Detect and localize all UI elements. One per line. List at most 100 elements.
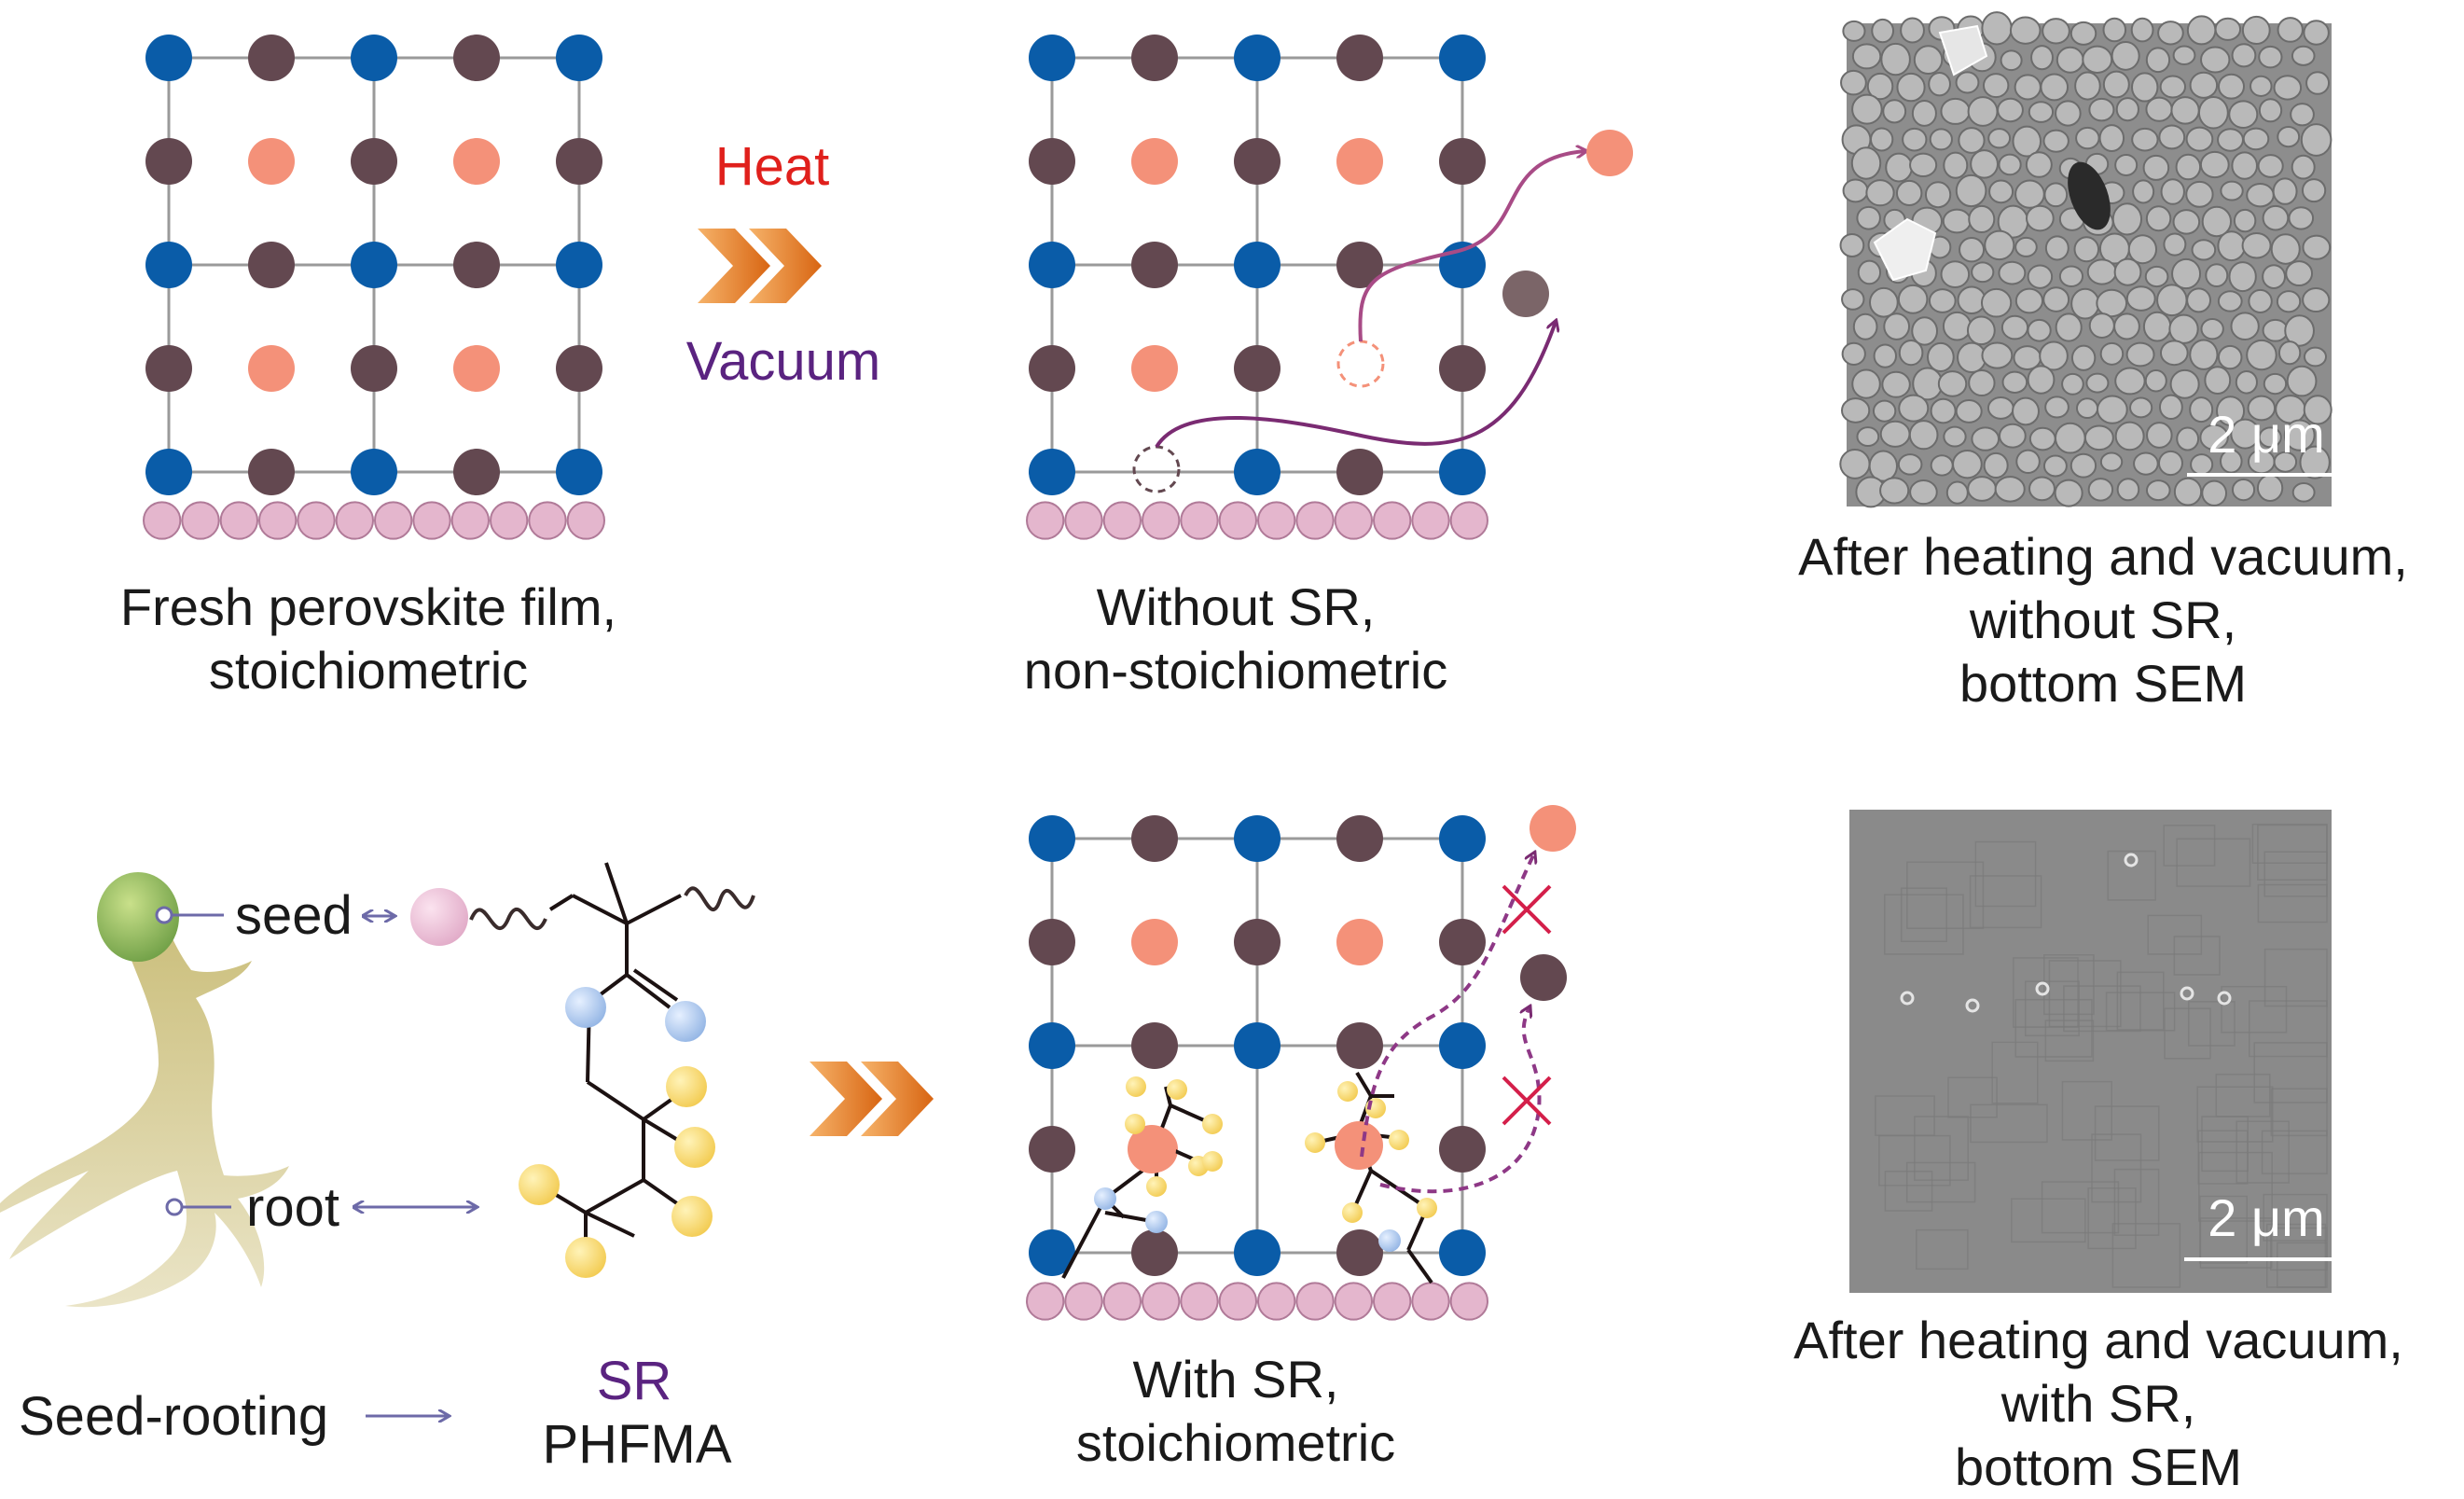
- substrate-ball: [412, 501, 451, 540]
- grain-boundary: [1915, 1228, 1969, 1270]
- grain: [1952, 449, 1983, 479]
- substrate-ball: [1449, 1282, 1489, 1321]
- surface-pore: [1965, 998, 1980, 1013]
- grain: [2231, 478, 2256, 502]
- grain: [1981, 11, 2013, 46]
- grain: [2157, 21, 2184, 46]
- grain: [1866, 72, 1894, 101]
- grain: [2176, 426, 2200, 451]
- grain: [2160, 178, 2185, 205]
- x-site-atom: [1131, 242, 1178, 288]
- grain: [2075, 126, 2100, 150]
- grain-boundary: [2094, 1105, 2160, 1161]
- x-site-atom: [1029, 138, 1075, 185]
- grain: [2014, 236, 2038, 257]
- grain: [1841, 341, 1866, 366]
- grain: [1900, 17, 1925, 44]
- b-site-atom: [351, 242, 397, 288]
- grain: [2099, 341, 2125, 366]
- grain: [2217, 290, 2243, 312]
- grain: [2009, 16, 2042, 45]
- blocked-path-salmon: [1360, 854, 1534, 1158]
- grain: [2027, 365, 2056, 395]
- x-site-atom: [1439, 345, 1486, 392]
- grain: [2172, 209, 2201, 235]
- legend-sr: SR: [597, 1351, 672, 1411]
- a-site-atom: [1336, 138, 1383, 185]
- grain: [1885, 152, 1913, 183]
- grain: [2145, 205, 2172, 232]
- grain-boundary: [1884, 1170, 1933, 1212]
- grain: [1942, 208, 1972, 234]
- b-site-atom: [1234, 449, 1280, 495]
- grain-boundary: [2276, 1242, 2328, 1288]
- grain-boundary: [2263, 1193, 2328, 1242]
- grain: [1873, 343, 1897, 368]
- grain: [1971, 261, 1995, 284]
- grain: [1850, 146, 1882, 180]
- grain: [2201, 205, 2233, 238]
- x-site-atom: [1439, 1126, 1486, 1173]
- caption-fresh: Fresh perovskite film, stoichiometric: [89, 576, 648, 702]
- grain-boundary: [2011, 1198, 2086, 1243]
- grain-boundary: [2196, 1086, 2274, 1143]
- grain-boundary: [1875, 1095, 1935, 1136]
- escaped-b-ion: [1502, 271, 1549, 317]
- grain: [2189, 339, 2219, 370]
- grain: [1955, 71, 1980, 94]
- lattice-with-sr: [1026, 815, 1489, 1321]
- grain: [2102, 70, 2130, 99]
- grain: [1856, 205, 1881, 230]
- grain: [2025, 151, 2053, 178]
- lattice-fresh: [143, 35, 605, 540]
- substrate-ball: [1218, 1282, 1258, 1321]
- block-cross-icon-lower: [1502, 1076, 1552, 1126]
- escape-arrow-brown: [1155, 322, 1556, 449]
- grain: [1984, 229, 2015, 261]
- grain: [2055, 312, 2083, 342]
- grain: [2069, 452, 2097, 479]
- grain: [1966, 315, 1996, 346]
- grain: [1839, 232, 1865, 258]
- x-site-atom: [1336, 449, 1383, 495]
- grain: [2116, 478, 2140, 502]
- pinhole: [2068, 161, 2111, 230]
- lattice-without-sr: [1026, 35, 1489, 540]
- grain: [2111, 202, 2143, 236]
- b-site-atom: [145, 35, 192, 81]
- grain: [1930, 454, 1954, 477]
- x-site-atom: [351, 138, 397, 185]
- grain: [2000, 49, 2023, 72]
- vacancy-b-site: [1132, 445, 1181, 493]
- x-site-atom: [1131, 1022, 1178, 1069]
- grain: [2027, 264, 2054, 289]
- grain-boundary: [2061, 1080, 2113, 1141]
- caption-sem-bottom-line2: with SR,: [2000, 1374, 2196, 1433]
- grain: [2217, 344, 2243, 370]
- caption-sem-top-line3: bottom SEM: [1959, 654, 2248, 713]
- substrate-ball: [1373, 1282, 1412, 1321]
- grain: [2205, 263, 2229, 288]
- grain: [1840, 397, 1871, 423]
- escape-paths-without-sr: [1132, 130, 1633, 493]
- grain: [2096, 288, 2128, 318]
- grain: [2030, 45, 2054, 71]
- grain: [2241, 15, 2271, 46]
- x-site-atom: [1131, 35, 1178, 81]
- x-site-atom: [1131, 1229, 1178, 1276]
- b-site-atom: [351, 449, 397, 495]
- grain: [1897, 453, 1923, 476]
- grain: [2133, 451, 2159, 476]
- legend-phfma: PHFMA: [543, 1414, 732, 1475]
- grain: [1840, 69, 1867, 96]
- grain: [2099, 451, 2124, 472]
- x-site-atom: [556, 345, 602, 392]
- substrate-ball: [1411, 1282, 1450, 1321]
- a-site-atom: [1131, 345, 1178, 392]
- grain: [1981, 341, 2014, 369]
- b-site-atom: [1234, 35, 1280, 81]
- grain: [2272, 177, 2298, 205]
- grain: [2168, 313, 2199, 344]
- grain: [2070, 287, 2100, 320]
- grain: [1911, 99, 1937, 127]
